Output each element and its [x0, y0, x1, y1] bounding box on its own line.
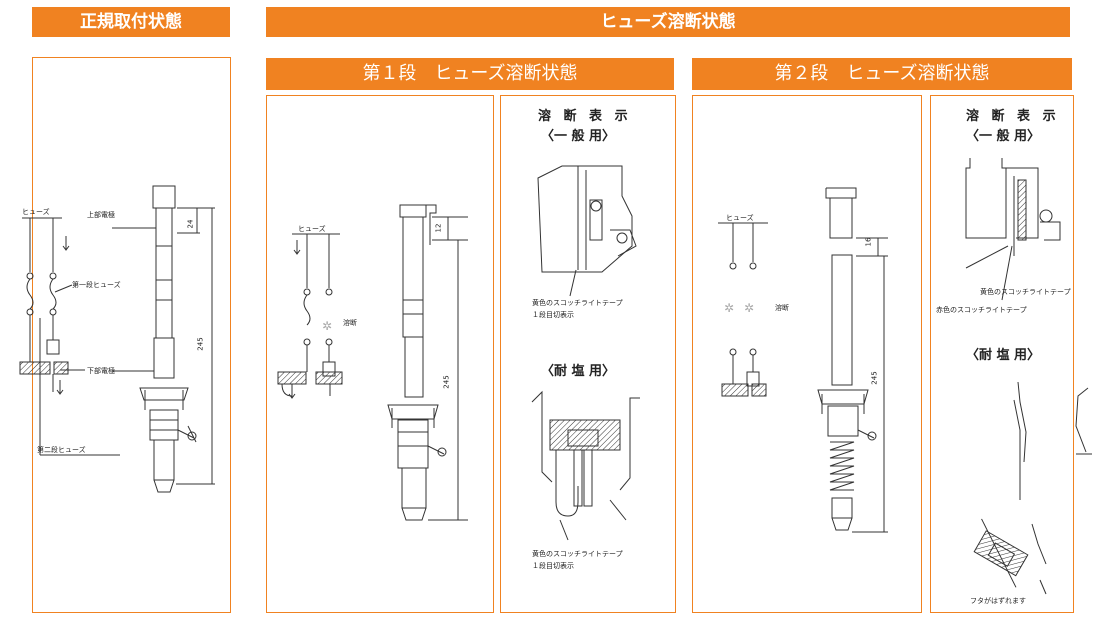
stage1-yellow-tape-label: 黄色のスコッチライトテープ: [532, 299, 623, 307]
stage1-salt-heading: 〈耐 塩 用〉: [541, 364, 616, 379]
stage1-circuit-diagram: ✲: [277, 233, 343, 399]
second-stage-fuse-label: 第二段ヒューズ: [37, 446, 86, 454]
stage1-general-indicator-drawing: [537, 165, 637, 297]
stage1-blown-label: 溶断: [343, 319, 357, 327]
lower-electrode-label: 下部電極: [87, 367, 115, 375]
stage1-first-stage-cut-label: １段目切表示: [532, 311, 574, 319]
svg-text:✲: ✲: [322, 319, 332, 333]
stage2-indicator-title: 溶 断 表 示: [966, 109, 1060, 124]
stage2-dimension-16: 16: [864, 237, 873, 247]
normal-cutout-drawing: [112, 185, 215, 493]
stage1-yellow-tape-label-2: 黄色のスコッチライトテープ: [532, 550, 623, 558]
stage1-dimension-12: 12: [434, 223, 443, 233]
panel-stage1-diagram: [266, 95, 494, 613]
stage2-fuse-label: ヒューズ: [726, 214, 754, 222]
stage2-general-indicator-drawing: [965, 158, 1061, 301]
header-stage1-blown: 第１段 ヒューズ溶断状態: [266, 58, 674, 90]
stage2-cutout-drawing: [817, 187, 888, 533]
stage2-circuit-diagram: ✲ ✲: [718, 222, 768, 397]
dimension-24: 24: [186, 219, 195, 229]
normal-circuit-diagram: [19, 217, 120, 456]
fuse-label: ヒューズ: [22, 208, 50, 216]
panel-stage2-indicator: [930, 95, 1074, 613]
stage2-yellow-tape-label: 黄色のスコッチライトテープ: [980, 288, 1071, 296]
stage1-first-stage-cut-label-2: １段目切表示: [532, 562, 574, 570]
stage2-salt-heading: 〈耐 塩 用〉: [966, 348, 1041, 363]
stage2-dimension-245: 245: [870, 371, 879, 385]
stage2-red-tape-label: 赤色のスコッチライトテープ: [936, 306, 1027, 314]
header-stage2-blown: 第２段 ヒューズ溶断状態: [692, 58, 1072, 90]
svg-text:✲: ✲: [724, 301, 734, 315]
stage1-indicator-title: 溶 断 表 示: [538, 109, 632, 124]
stage1-salt-indicator-drawing: [531, 390, 640, 541]
stage1-fuse-label: ヒューズ: [298, 225, 326, 233]
stage2-general-heading: 〈一 般 用〉: [966, 129, 1041, 144]
stage1-cutout-drawing: [387, 204, 468, 521]
stage1-dimension-245: 245: [442, 375, 451, 389]
header-normal-install: 正規取付状態: [32, 7, 230, 37]
upper-electrode-label: 上部電極: [87, 211, 115, 219]
panel-normal: [32, 57, 231, 613]
stage1-general-heading: 〈一 般 用〉: [541, 129, 616, 144]
first-stage-fuse-label: 第一段ヒューズ: [72, 281, 121, 289]
header-fuse-blown: ヒューズ溶断状態: [266, 7, 1070, 37]
stage2-salt-indicator-drawing: [973, 381, 1092, 595]
dimension-245: 245: [196, 337, 205, 351]
panel-stage1-indicator: [500, 95, 676, 613]
cap-comes-off-label: フタがはずれます: [970, 597, 1026, 605]
stage2-blown-label: 溶断: [775, 304, 789, 312]
svg-text:✲: ✲: [744, 301, 754, 315]
